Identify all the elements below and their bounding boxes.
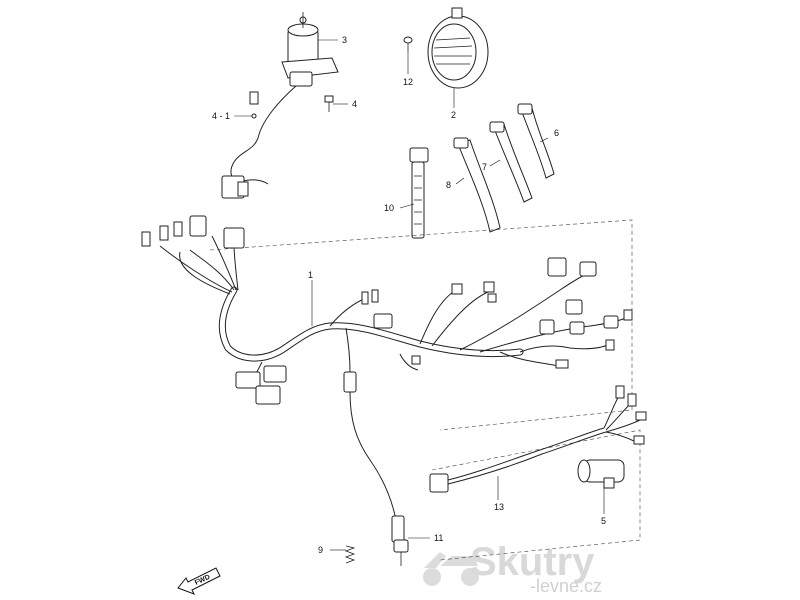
callout-13: 13 bbox=[494, 502, 504, 512]
cable-tie-6 bbox=[517, 103, 555, 179]
bolt-4 bbox=[324, 95, 334, 112]
callout-1: 1 bbox=[308, 270, 313, 280]
group-boundary-upper bbox=[209, 219, 633, 431]
callout-11: 11 bbox=[434, 533, 443, 543]
sub-harness bbox=[429, 385, 647, 493]
stop-switch-11 bbox=[393, 539, 409, 566]
fwd-arrow-icon bbox=[177, 567, 221, 595]
cable-tie-7 bbox=[489, 121, 533, 203]
main-wiring-harness bbox=[141, 215, 633, 543]
callout-5: 5 bbox=[601, 516, 606, 526]
callout-2: 2 bbox=[451, 110, 456, 120]
group-boundary-lower bbox=[431, 429, 641, 561]
scooter-silhouette-icon bbox=[423, 552, 479, 586]
callout-7: 7 bbox=[482, 162, 487, 172]
cable-tie-10 bbox=[409, 147, 429, 239]
watermark-logo: Skutry -levne.cz bbox=[423, 540, 602, 596]
callout-8: 8 bbox=[446, 180, 451, 190]
cable-tie-8 bbox=[453, 137, 501, 233]
spring-9 bbox=[344, 545, 356, 564]
callout-10: 10 bbox=[384, 203, 394, 213]
watermark-subtitle: -levne.cz bbox=[530, 576, 602, 596]
switch-unit-5 bbox=[577, 459, 625, 489]
horn bbox=[427, 7, 489, 89]
callout-labels: 1 2 3 4 4 - 1 5 6 7 8 9 10 11 12 13 bbox=[212, 35, 606, 555]
callout-4-1: 4 - 1 bbox=[212, 111, 230, 121]
callout-12: 12 bbox=[403, 77, 413, 87]
screw-12 bbox=[403, 36, 413, 52]
ignition-switch bbox=[221, 12, 339, 199]
callout-3: 3 bbox=[342, 35, 347, 45]
fwd-arrow: FWD bbox=[177, 567, 221, 595]
leader-lines bbox=[234, 39, 605, 551]
callout-9: 9 bbox=[318, 545, 323, 555]
callout-6: 6 bbox=[554, 128, 559, 138]
clip-4-1 bbox=[249, 91, 259, 119]
watermark-brand: Skutry bbox=[470, 540, 595, 584]
callout-4: 4 bbox=[352, 99, 357, 109]
